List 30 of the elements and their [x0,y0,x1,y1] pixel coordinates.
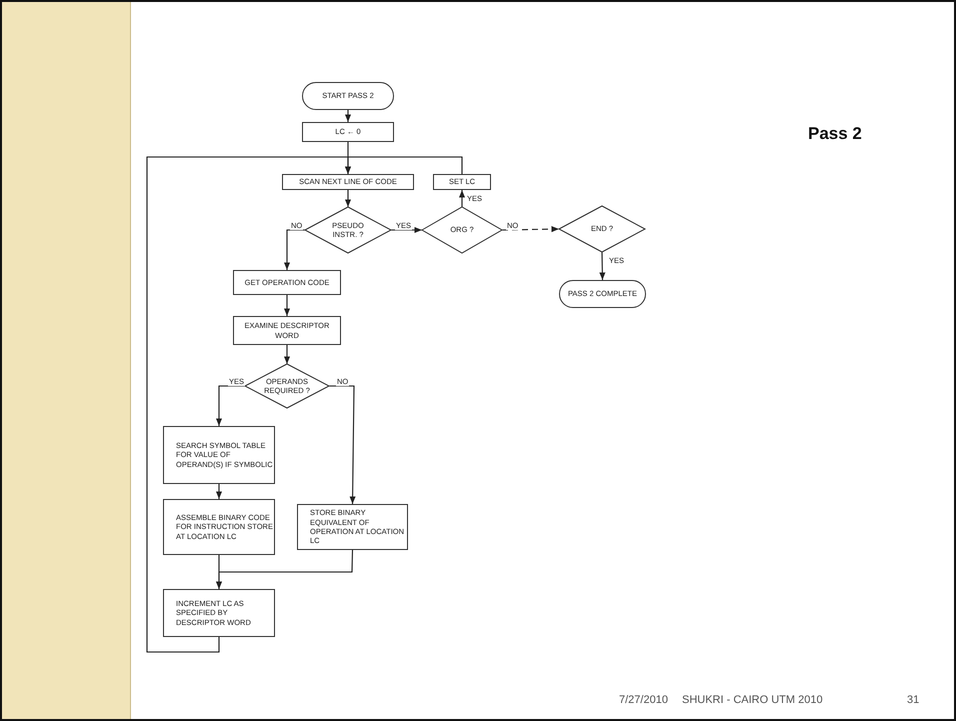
arrow [599,252,606,280]
process-box [297,504,408,550]
arrow [329,385,356,504]
arrow [458,190,466,207]
process-box [163,589,275,637]
process-box [302,122,394,142]
arrow [284,295,290,316]
arrow [344,110,352,122]
arrow [284,229,305,270]
footer-text: SHUKRI - CAIRO UTM 2010 [682,694,823,706]
arrow [391,226,422,234]
process-box [233,316,341,345]
process-box [433,174,491,190]
decision-diamond [559,206,645,252]
slide-title: Pass 2 [808,124,862,144]
arrow [344,190,352,207]
process-box [282,174,414,190]
arrow [502,226,559,232]
process-box [163,499,275,555]
decision-diamond [305,207,391,253]
process-box [163,426,275,484]
date-footer: 7/27/2010 [619,694,668,706]
arrow [284,345,290,364]
process-box [233,270,341,295]
decision-diamond [422,207,502,253]
arrow [216,550,354,589]
decision-diamond [245,364,329,408]
page-number: 31 [907,694,920,706]
arrow [146,156,352,653]
arrow [216,484,222,499]
